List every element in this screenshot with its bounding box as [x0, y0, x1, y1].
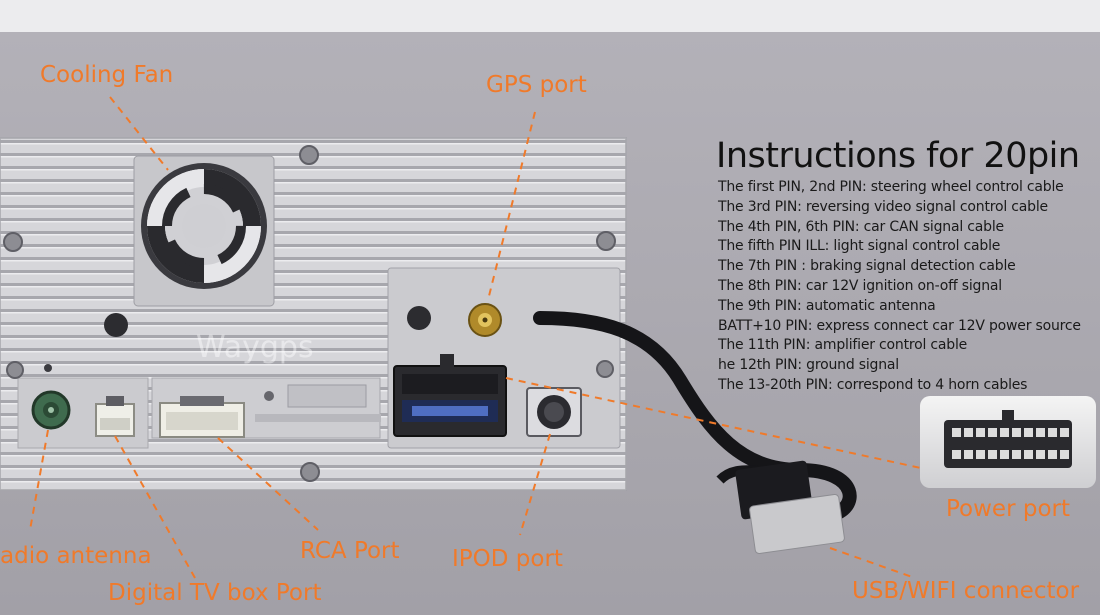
- label-usb-wifi-connector: USB/WIFI connector: [852, 578, 1080, 604]
- gps-sma-connector: [468, 303, 502, 337]
- mounting-screws: [3, 145, 616, 482]
- instruction-item: BATT+10 PIN: express connect car 12V pow…: [718, 317, 1081, 334]
- ipod-port-connector: [526, 387, 582, 437]
- radio-antenna-connector: [31, 390, 71, 430]
- label-radio-antenna: adio antenna: [0, 543, 152, 569]
- instruction-item: he 12th PIN: ground signal: [718, 357, 899, 374]
- power-port-pin-diagram: [920, 396, 1096, 488]
- leader-lines: [29, 96, 931, 579]
- label-ipod-port: IPOD port: [452, 546, 563, 572]
- cooling-fan: [141, 163, 267, 289]
- power-plug-image: [944, 410, 1072, 468]
- instruction-item: The 3rd PIN: reversing video signal cont…: [718, 198, 1048, 215]
- instruction-item: The 13-20th PIN: correspond to 4 horn ca…: [718, 376, 1028, 393]
- head-unit-chassis: [0, 137, 627, 491]
- watermark-text: Waygps: [196, 330, 314, 365]
- digital-tv-box-port: [95, 396, 135, 437]
- mount-hole: [104, 313, 128, 337]
- instructions-list: The first PIN, 2nd PIN: steering wheel c…: [718, 178, 1081, 396]
- instruction-item: The first PIN, 2nd PIN: steering wheel c…: [718, 179, 1064, 195]
- power-port-connector: [393, 354, 507, 437]
- instruction-item: The 7th PIN : braking signal detection c…: [718, 258, 1016, 275]
- instruction-item: The 4th PIN, 6th PIN: car CAN signal cab…: [718, 218, 1004, 235]
- instruction-item: The 9th PIN: automatic antenna: [718, 297, 936, 314]
- rca-port-connector: [159, 396, 245, 438]
- label-gps-port: GPS port: [486, 72, 587, 98]
- instruction-item: The 11th PIN: amplifier control cable: [718, 337, 968, 354]
- mount-hole: [407, 306, 431, 330]
- instruction-item: The 8th PIN: car 12V ignition on-off sig…: [718, 277, 1002, 294]
- instruction-item: The fifth PIN ILL: light signal control …: [718, 238, 1001, 255]
- usb-cable: [533, 311, 857, 555]
- label-digital-tv-box-port: Digital TV box Port: [108, 580, 322, 606]
- label-rca-port: RCA Port: [300, 538, 400, 564]
- instructions-title: Instructions for 20pin: [716, 136, 1080, 176]
- label-power-port: Power port: [946, 496, 1070, 522]
- label-cooling-fan: Cooling Fan: [40, 62, 174, 88]
- top-bar: [0, 0, 1100, 32]
